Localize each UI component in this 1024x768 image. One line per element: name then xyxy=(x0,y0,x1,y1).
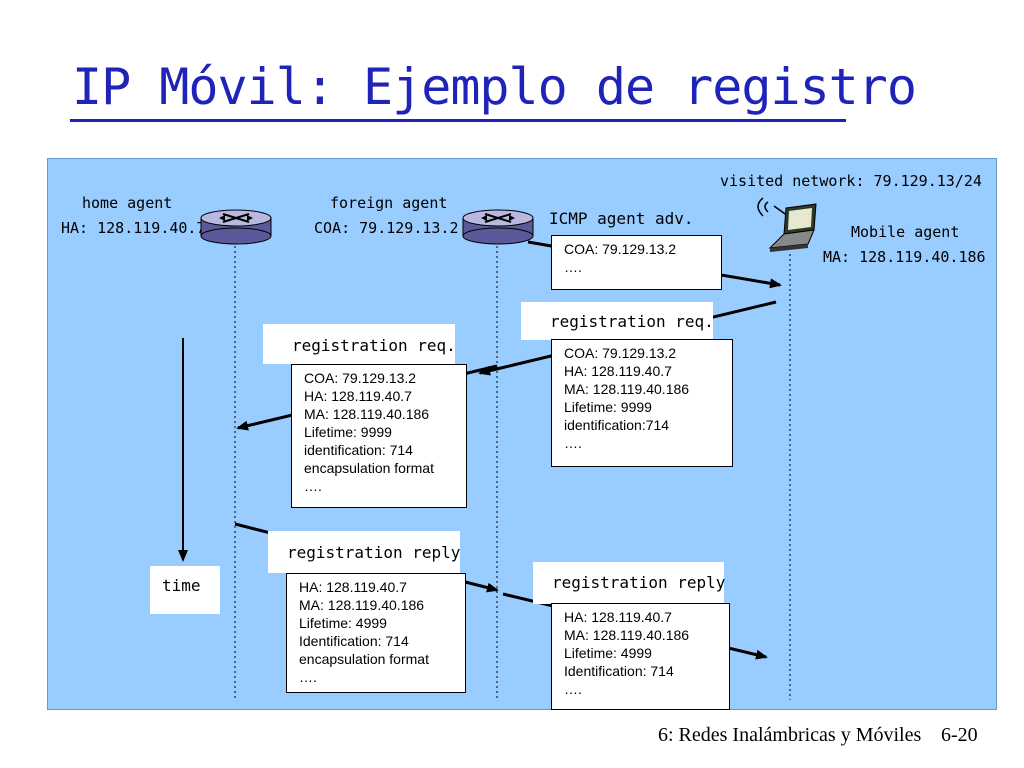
reg-req-ha-message: COA: 79.129.13.2 HA: 128.119.40.7 MA: 12… xyxy=(291,364,467,508)
foreign-agent-name: foreign agent xyxy=(330,194,448,212)
reg-reply-ha-label: registration reply xyxy=(268,531,460,573)
footer-chapter: 6: Redes Inalámbricas y Móviles xyxy=(658,724,922,746)
mobile-agent-address: MA: 128.119.40.186 xyxy=(823,248,986,266)
router-icon xyxy=(200,209,272,245)
reg-reply-fa-label: registration reply xyxy=(533,562,725,604)
mobile-agent-name: Mobile agent xyxy=(851,223,960,241)
footer-page-number: 6-20 xyxy=(941,724,978,746)
msg-line: identification:714 xyxy=(564,417,670,433)
msg-line: MA: 128.119.40.186 xyxy=(304,406,430,422)
msg-line: MA: 128.119.40.186 xyxy=(564,627,690,643)
msg-line: MA: 128.119.40.186 xyxy=(299,597,425,613)
diagram-panel xyxy=(47,158,997,710)
antenna-icon xyxy=(757,197,789,217)
icmp-adv-label: ICMP agent adv. xyxy=(549,209,694,228)
msg-line: Lifetime: 4999 xyxy=(564,645,652,661)
msg-line: Identification: 714 xyxy=(564,663,674,679)
msg-line: …. xyxy=(304,478,322,494)
msg-line: COA: 79.129.13.2 xyxy=(304,370,417,386)
msg-line: HA: 128.119.40.7 xyxy=(564,609,672,625)
msg-line: identification: 714 xyxy=(304,442,413,458)
msg-line: HA: 128.119.40.7 xyxy=(564,363,672,379)
visited-network-label: visited network: 79.129.13/24 xyxy=(720,172,982,190)
msg-line: MA: 128.119.40.186 xyxy=(564,381,690,397)
msg-line: encapsulation format xyxy=(304,460,434,476)
home-agent-address: HA: 128.119.40.7 xyxy=(61,219,206,237)
msg-line: Lifetime: 9999 xyxy=(304,424,392,440)
msg-line: HA: 128.119.40.7 xyxy=(304,388,412,404)
msg-line: HA: 128.119.40.7 xyxy=(299,579,407,595)
reg-req-fa-message: COA: 79.129.13.2 HA: 128.119.40.7 MA: 12… xyxy=(551,339,733,467)
msg-line: Lifetime: 9999 xyxy=(564,399,652,415)
msg-line: …. xyxy=(299,669,317,685)
msg-line: encapsulation format xyxy=(299,651,429,667)
page-title: IP Móvil: Ejemplo de registro xyxy=(72,58,917,116)
msg-line: …. xyxy=(564,681,582,697)
reg-req-ha-label: registration req. xyxy=(263,324,456,364)
msg-line: Lifetime: 4999 xyxy=(299,615,387,631)
router-icon xyxy=(462,209,534,245)
title-underline xyxy=(70,119,846,122)
icmp-adv-message: COA: 79.129.13.2 …. xyxy=(551,235,722,290)
reg-reply-ha-message: HA: 128.119.40.7 MA: 128.119.40.186 Life… xyxy=(286,573,466,693)
msg-line: …. xyxy=(564,435,582,451)
reg-reply-fa-message: HA: 128.119.40.7 MA: 128.119.40.186 Life… xyxy=(551,603,730,710)
time-label: time xyxy=(150,566,220,614)
msg-line: …. xyxy=(564,259,582,275)
msg-line: Identification: 714 xyxy=(299,633,409,649)
reg-req-fa-label: registration req. xyxy=(521,302,714,340)
foreign-agent-address: COA: 79.129.13.2 xyxy=(314,219,459,237)
home-agent-name: home agent xyxy=(82,194,173,212)
msg-line: COA: 79.129.13.2 xyxy=(564,241,677,257)
msg-line: COA: 79.129.13.2 xyxy=(564,345,677,361)
laptop-icon xyxy=(757,197,817,252)
